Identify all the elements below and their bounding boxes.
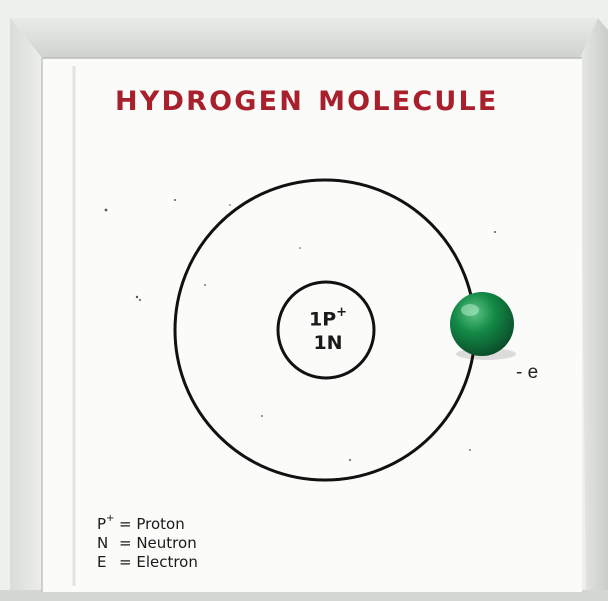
- title-word-molecule: MOLECULE: [318, 86, 499, 117]
- page-title: HYDROGEN MOLECULE: [115, 86, 499, 117]
- acrylic-top-face: [10, 18, 598, 58]
- legend-row-neutron: N= Neutron: [97, 534, 197, 552]
- neutron-count: 1N: [313, 332, 343, 355]
- electron-bead: [450, 292, 514, 356]
- dust-specks: [104, 199, 496, 461]
- acrylic-right-face: [580, 18, 608, 601]
- legend: P+= Proton N= Neutron E= Electron: [97, 511, 198, 572]
- nucleus-label: 1P+ 1N: [283, 303, 373, 355]
- title-word-hydrogen: HYDROGEN: [115, 86, 305, 117]
- acrylic-left-face: [10, 18, 42, 601]
- proton-count: 1P+: [308, 305, 348, 331]
- electron-label: - e: [516, 362, 539, 383]
- proton-charge: +: [336, 305, 348, 320]
- legend-row-electron: E= Electron: [97, 553, 198, 571]
- nucleus-circle: [276, 280, 376, 380]
- legend-row-proton: P+= Proton: [97, 513, 185, 533]
